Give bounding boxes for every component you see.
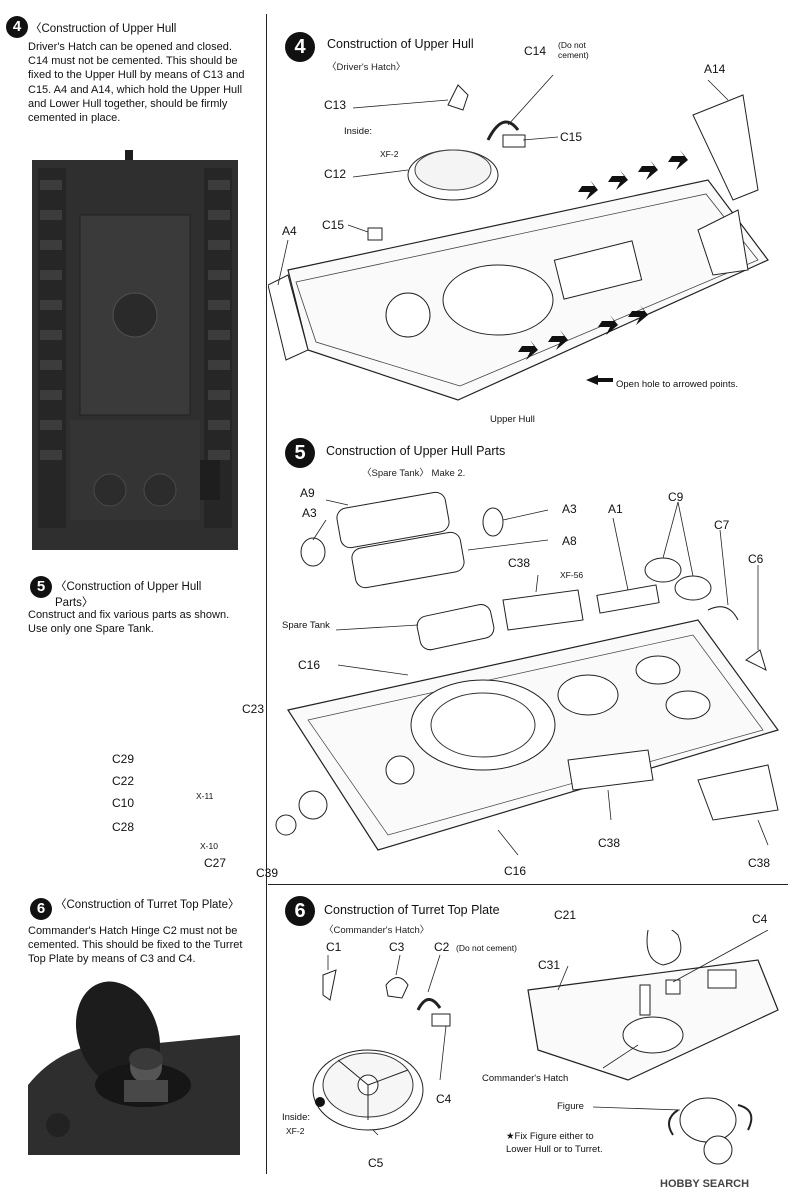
label-inside: Inside: [344, 126, 372, 137]
label-a8: A8 [562, 534, 577, 548]
label-c15-hull: C15 [322, 218, 345, 232]
label-a3-right: A3 [562, 502, 577, 516]
label-c27: C27 [204, 856, 227, 870]
panel4-diagram [268, 74, 769, 401]
label-open-hole: Open hole to arrowed points. [616, 379, 738, 390]
label-c6: C6 [748, 552, 764, 566]
panel5-subtitle: 〈Spare Tank〉 Make 2. [362, 468, 466, 479]
step-6-instructions: Commander's Hatch Hinge C2 must not be c… [28, 925, 243, 966]
label-x10: X-10 [200, 841, 218, 851]
label-c15-hatch: C15 [560, 130, 583, 144]
label-xf2-6: XF-2 [286, 1126, 305, 1136]
label-x11: X-11 [196, 791, 214, 801]
label-c13: C13 [324, 98, 347, 112]
panel5-diagram [275, 491, 779, 856]
label-fix-figure-note: ★Fix Figure either to Lower Hull or to T… [506, 1131, 603, 1155]
label-a9: A9 [300, 486, 315, 500]
label-c3: C3 [389, 940, 405, 954]
panel4-subtitle: 〈Driver's Hatch〉 [327, 62, 406, 73]
label-c4-right: C4 [752, 912, 768, 926]
label-c16-bottom: C16 [504, 864, 527, 878]
column-divider [266, 14, 267, 1174]
label-c38-right: C38 [748, 856, 771, 870]
label-a3-left: A3 [302, 506, 317, 520]
label-c9: C9 [668, 490, 684, 504]
label-c1: C1 [326, 940, 342, 954]
panel5-title: Construction of Upper Hull Parts [326, 444, 506, 458]
label-c38-top: C38 [508, 556, 531, 570]
label-c5: C5 [368, 1156, 384, 1170]
step-4-instructions: Driver's Hatch can be opened and closed.… [28, 41, 245, 125]
label-c39: C39 [256, 866, 279, 880]
label-c2-note: (Do not cement) [456, 943, 517, 953]
step-4-number: 4 [6, 16, 28, 38]
label-c28: C28 [112, 820, 135, 834]
panel4-number: 4 [285, 32, 315, 62]
panel-divider [268, 884, 788, 885]
step-4-title: 〈Construction of Upper Hull [30, 23, 177, 35]
panel6-diagram [312, 930, 779, 1165]
upper-hull-photo [30, 150, 240, 550]
step-6-title: 〈Construction of Turret Top Plate〉 [55, 899, 240, 911]
label-c31: C31 [538, 958, 561, 972]
label-upper-hull: Upper Hull [490, 414, 535, 425]
label-c7: C7 [714, 518, 730, 532]
label-inside-6: Inside: [282, 1112, 310, 1123]
panel6-title: Construction of Turret Top Plate [324, 903, 500, 917]
label-figure: Figure [557, 1101, 584, 1112]
label-c12: C12 [324, 167, 347, 181]
step-5-instructions: Construct and fix various parts as shown… [28, 609, 230, 636]
label-a1: A1 [608, 502, 623, 516]
label-c23: C23 [242, 702, 265, 716]
watermark: HOBBY SEARCH [660, 1178, 750, 1190]
label-c21: C21 [554, 908, 577, 922]
label-c14-note: (Do not cement) [558, 40, 589, 60]
commander-figure-photo [28, 975, 240, 1155]
label-c29: C29 [112, 752, 135, 766]
panel5-number: 5 [285, 438, 315, 468]
label-c2: C2 [434, 940, 450, 954]
label-spare-tank: Spare Tank [282, 620, 330, 631]
panel4-title: Construction of Upper Hull [327, 37, 474, 51]
step-5-number: 5 [30, 576, 52, 598]
label-c38-mid: C38 [598, 836, 621, 850]
label-xf56: XF-56 [560, 570, 584, 580]
label-a4: A4 [282, 224, 297, 238]
panel6-number: 6 [285, 896, 315, 926]
label-c14: C14 [524, 44, 547, 58]
step-5-title: 〈Construction of Upper Hull Parts〉 [55, 581, 202, 609]
label-c22: C22 [112, 774, 135, 788]
label-c4-left: C4 [436, 1092, 452, 1106]
panel6-subtitle: 〈Commander's Hatch〉 [324, 925, 430, 936]
label-c10: C10 [112, 796, 135, 810]
label-xf2: XF-2 [380, 149, 399, 159]
label-a14: A14 [704, 62, 726, 76]
label-c16-top: C16 [298, 658, 321, 672]
label-commanders-hatch: Commander's Hatch [482, 1073, 569, 1084]
step-6-number: 6 [30, 898, 52, 920]
